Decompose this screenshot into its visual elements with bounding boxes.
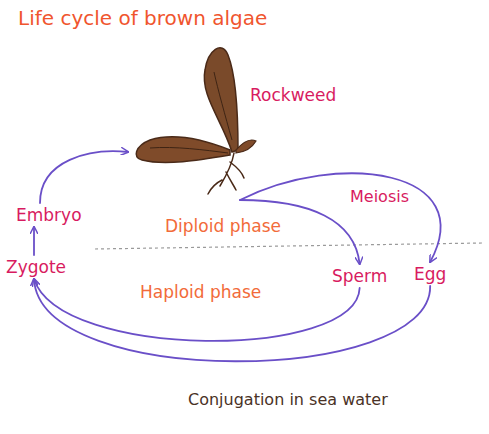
organism-node: Rockweed [128, 40, 341, 200]
stage-label: Embryo [16, 205, 82, 225]
cycle-arrow [33, 227, 35, 255]
stage-node: Egg [412, 262, 448, 286]
cycle-arrow [40, 151, 128, 203]
rockweed-plant [136, 48, 256, 194]
phase-label: Diploid phase [165, 216, 281, 236]
edge-label: Meiosis [350, 187, 409, 206]
stage-label: Egg [414, 264, 446, 284]
stage-label: Sperm [332, 266, 387, 286]
edge-label: Conjugation in sea water [188, 390, 388, 409]
diagram-title: Life cycle of brown algae [18, 6, 267, 30]
stage-label: Rockweed [250, 85, 336, 105]
phase-divider [95, 243, 482, 249]
stage-node: Embryo [14, 203, 84, 227]
cycle-arrow [34, 279, 430, 361]
phase-label: Haploid phase [140, 282, 261, 302]
stage-node: Zygote [4, 255, 68, 279]
cycle-arrow [34, 279, 360, 341]
stage-label: Zygote [6, 257, 66, 277]
stage-node: Sperm [330, 264, 389, 288]
